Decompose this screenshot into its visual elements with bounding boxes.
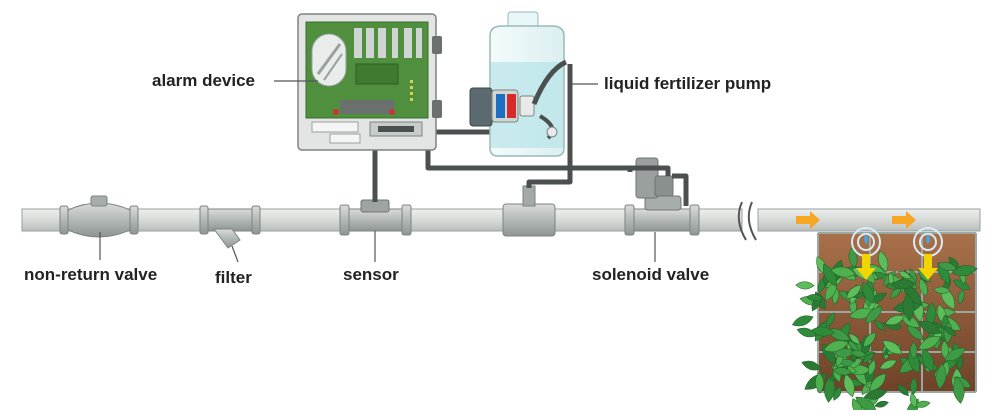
- leaf: [869, 373, 887, 392]
- leaf: [898, 270, 912, 279]
- leaf: [810, 326, 835, 337]
- sensor: [339, 199, 412, 262]
- leaf: [879, 359, 898, 370]
- leaf: [868, 359, 876, 376]
- label-alarm-device: alarm device: [152, 71, 256, 90]
- leaf: [815, 371, 824, 394]
- leaf: [823, 263, 837, 287]
- leaf: [826, 312, 835, 327]
- label-sensor: sensor: [343, 265, 399, 284]
- leaf: [909, 268, 917, 283]
- liquid-fertilizer-pump: [469, 11, 598, 157]
- foliage: [791, 247, 978, 415]
- leaf: [908, 349, 920, 374]
- leaf: [824, 375, 836, 403]
- leaf: [874, 400, 889, 408]
- leaf: [806, 294, 824, 302]
- non-return-valve: [59, 195, 139, 260]
- leaf: [830, 266, 856, 278]
- leaf: [918, 336, 941, 350]
- alarm-device: [274, 13, 442, 151]
- leaf: [884, 315, 905, 326]
- leaf: [848, 333, 861, 345]
- leaf: [933, 286, 951, 294]
- leaf: [882, 340, 903, 355]
- leaf: [937, 262, 951, 285]
- leaf: [910, 377, 918, 395]
- leaf: [862, 353, 875, 363]
- label-filter: filter: [215, 268, 252, 287]
- leaf: [832, 367, 853, 376]
- leaf: [906, 325, 924, 340]
- leaf: [909, 341, 918, 360]
- leaf: [823, 340, 849, 353]
- label-non-return-valve: non-return valve: [24, 265, 158, 284]
- leaf: [937, 262, 958, 272]
- leaf: [943, 326, 957, 336]
- leaf: [944, 347, 966, 361]
- leaf: [951, 265, 978, 277]
- leaf: [846, 284, 862, 299]
- leaf: [878, 250, 889, 273]
- leaf: [935, 363, 947, 390]
- leaf: [795, 281, 815, 290]
- filter: [199, 205, 261, 263]
- green-wall: [791, 227, 978, 415]
- leaf: [909, 392, 917, 409]
- leaf: [863, 332, 876, 348]
- leaf: [843, 373, 855, 398]
- leaf: [848, 247, 858, 269]
- drip-arrows: [856, 254, 938, 280]
- leaf: [833, 348, 856, 358]
- leaf: [791, 315, 814, 327]
- leaf: [953, 279, 971, 290]
- label-solenoid-valve: solenoid valve: [592, 265, 710, 284]
- leaf: [865, 306, 883, 324]
- leaf: [874, 320, 886, 331]
- label-liquid-fertilizer-pump: liquid fertilizer pump: [604, 74, 772, 93]
- leaf: [890, 279, 916, 290]
- leaf: [919, 278, 928, 297]
- leaf: [863, 389, 888, 400]
- leaf: [926, 302, 937, 327]
- leaf: [801, 360, 822, 371]
- leaf: [902, 293, 915, 322]
- solenoid-valve: [624, 157, 700, 262]
- leaf: [957, 289, 965, 305]
- leaf: [850, 350, 867, 358]
- flow-arrows: [796, 211, 916, 229]
- leaf: [862, 281, 875, 304]
- leaf: [897, 384, 909, 396]
- injection-fitting: [502, 185, 556, 237]
- leaf: [918, 320, 942, 334]
- leaf: [825, 280, 837, 301]
- leaf: [953, 376, 965, 404]
- leaf: [833, 386, 842, 401]
